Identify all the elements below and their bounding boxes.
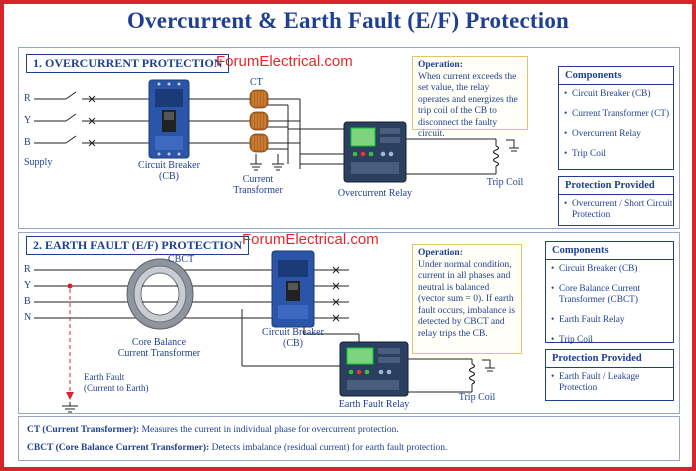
earth-fault-label-line2: (Current to Earth)	[84, 383, 149, 393]
section2-component-item: Circuit Breaker (CB)	[551, 264, 673, 275]
cbct-full-label-line2: Current Transformer	[117, 348, 201, 359]
definition-cbct: CBCT (Core Balance Current Transformer):…	[27, 443, 447, 453]
phase-label-y2: Y	[24, 280, 32, 291]
cbct-full-label-line1: Core Balance	[131, 337, 187, 348]
earth-fault-path	[62, 283, 78, 413]
phase-label-b2: B	[24, 296, 31, 307]
section2-protection-title: Protection Provided	[546, 350, 673, 368]
section1-components-box: Components Circuit Breaker (CB) Current …	[558, 66, 674, 170]
section2-component-item: Core Balance Current Transformer (CBCT)	[551, 284, 673, 306]
section2-operation-text: Under normal condition, current in all p…	[418, 259, 516, 339]
phase-label-b1: B	[24, 137, 31, 148]
page-title: Overcurrent & Earth Fault (E/F) Protecti…	[126, 8, 570, 33]
section2-component-item: Trip Coil	[551, 335, 673, 346]
ct-full-label-line2: Transformer	[233, 185, 283, 196]
cb2-label-line2: (CB)	[283, 338, 303, 349]
trip-coil1-label: Trip Coil	[486, 177, 524, 188]
definition-term: CT (Current Transformer):	[27, 425, 140, 435]
section1-wiring	[34, 91, 519, 175]
circuit-breaker2-icon	[271, 250, 315, 328]
phase-label-n2: N	[24, 312, 32, 323]
section1-component-item: Circuit Breaker (CB)	[564, 89, 673, 100]
section2-heading: 2. EARTH FAULT (E/F) PROTECTION	[26, 236, 250, 255]
diagram-drawing	[34, 79, 519, 413]
section1-operation-title: Operation:	[418, 60, 463, 70]
earth-fault-relay-icon	[339, 341, 409, 397]
section1-component-item: Trip Coil	[564, 149, 673, 160]
phase-label-y1: Y	[24, 115, 32, 126]
section2-components-box: Components Circuit Breaker (CB) Core Bal…	[545, 241, 674, 346]
cb1-label-line2: (CB)	[159, 171, 179, 182]
section1-protection-box: Protection Provided Overcurrent / Short …	[558, 176, 674, 226]
earth-fault-relay-label: Earth Fault Relay	[338, 399, 410, 410]
section1-components-title: Components	[559, 67, 673, 85]
trip-coil2-icon	[468, 363, 476, 385]
section1-protection-item: Overcurrent / Short Circuit Protection	[564, 199, 673, 221]
supply-label: Supply	[24, 157, 53, 168]
overcurrent-relay-icon	[343, 121, 407, 183]
overcurrent-relay-label: Overcurrent Relay	[337, 188, 413, 199]
section1-heading: 1. OVERCURRENT PROTECTION	[26, 54, 230, 73]
watermark-2: ForumElectrical.com	[242, 231, 379, 248]
section2-operation-title: Operation:	[418, 248, 463, 258]
definition-ct: CT (Current Transformer): Measures the c…	[27, 425, 399, 435]
ct-label: CT	[250, 77, 263, 88]
definitions-box: CT (Current Transformer): Measures the c…	[18, 416, 680, 461]
section1-component-item: Current Transformer (CT)	[564, 109, 673, 120]
trip-coil1-icon	[492, 145, 500, 167]
section2-protection-item: Earth Fault / Leakage Protection	[551, 372, 673, 394]
definition-text: Measures the current in individual phase…	[141, 425, 399, 435]
ct-full-label-line1: Current	[242, 174, 274, 185]
section2-protection-box: Protection Provided Earth Fault / Leakag…	[545, 349, 674, 401]
watermark-1: ForumElectrical.com	[216, 53, 353, 70]
earth-fault-label-line1: Earth Fault	[84, 372, 125, 382]
section2-operation-box: Operation: Under normal condition, curre…	[412, 244, 522, 354]
section1-operation-box: Operation: When current exceeds the set …	[412, 56, 528, 139]
section1-component-item: Overcurrent Relay	[564, 129, 673, 140]
definition-term: CBCT (Core Balance Current Transformer):	[27, 443, 210, 453]
phase-label-r2: R	[24, 264, 31, 275]
section2-component-item: Earth Fault Relay	[551, 315, 673, 326]
cbct-label: CBCT	[168, 254, 195, 265]
section1-protection-title: Protection Provided	[559, 177, 673, 195]
current-transformer-icon	[249, 89, 269, 153]
cb2-label-line1: Circuit Breaker	[262, 327, 324, 338]
phase-label-r1: R	[24, 93, 31, 104]
trip-coil2-label: Trip Coil	[458, 392, 496, 403]
section2-components-title: Components	[546, 242, 673, 260]
cbct-toroid-icon	[126, 258, 194, 330]
circuit-breaker1-icon	[148, 79, 190, 159]
cb1-label-line1: Circuit Breaker	[138, 160, 200, 171]
definition-text: Detects imbalance (residual current) for…	[211, 443, 448, 453]
section1-operation-text: When current exceeds the set value, the …	[418, 71, 518, 140]
